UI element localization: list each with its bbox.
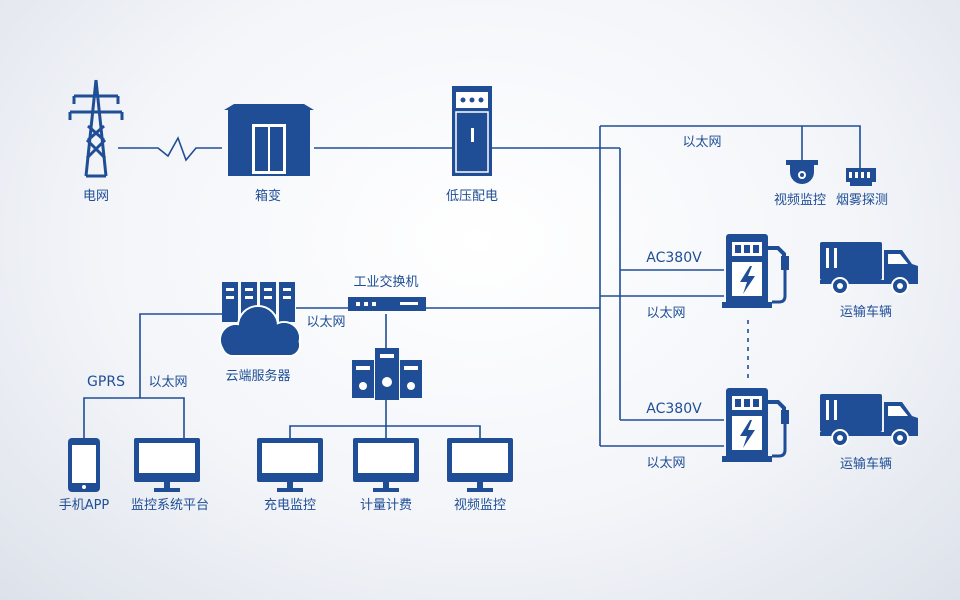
ethernet-switch-cloud-label: 以太网 (306, 315, 345, 330)
box-transformer-label: 箱变 (255, 188, 281, 204)
terminals-bus-line (289, 425, 481, 438)
grid-to-transformer-line (118, 136, 222, 162)
ethernet-label-1: 以太网 (646, 306, 685, 321)
phone-app-label: 手机APP (59, 498, 110, 513)
ac380v-label-1: AC380V (646, 250, 702, 266)
clients-bus-line (83, 397, 185, 438)
truck-icon-2 (820, 394, 918, 447)
monitor-platform-label: 监控系统平台 (131, 498, 209, 513)
industrial-switch-label: 工业交换机 (353, 274, 418, 290)
connection-lines (83, 125, 861, 447)
cloud-server-label: 云端服务器 (225, 368, 290, 384)
ethernet-top-label: 以太网 (682, 135, 721, 150)
grid-label: 电网 (83, 189, 109, 204)
truck-label-1: 运输车辆 (840, 304, 892, 320)
ethernet-top-line (600, 125, 861, 168)
ethernet-label-2: 以太网 (646, 456, 685, 471)
monitor-icon-charge (257, 438, 323, 492)
industrial-switch-icon (348, 297, 426, 311)
low-voltage-label: 低压配电 (446, 189, 498, 204)
charge-monitor-label: 充电监控 (264, 497, 316, 513)
low-voltage-cabinet-icon (452, 86, 492, 176)
box-transformer-icon (224, 104, 314, 176)
cloud-server-icon (219, 282, 301, 357)
video-camera-label: 视频监控 (774, 193, 826, 208)
dome-camera-icon (786, 160, 818, 184)
video-monitor-label: 视频监控 (454, 498, 506, 513)
truck-icon-1 (820, 242, 918, 295)
ethernet-cloud-label: 以太网 (148, 375, 187, 390)
metering-label: 计量计费 (360, 498, 412, 513)
smoke-detector-icon (846, 168, 876, 186)
monitor-icon-metering (353, 438, 419, 492)
gprs-label: GPRS (87, 374, 125, 390)
server-cluster-icon (352, 348, 422, 400)
charging-pile-icon-1 (722, 234, 789, 308)
charging-pile-icon-2 (722, 388, 789, 462)
monitor-icon-video (447, 438, 513, 492)
monitor-icon-platform (134, 438, 200, 492)
truck-label-2: 运输车辆 (840, 456, 892, 472)
smoke-detector-label: 烟雾探测 (836, 193, 888, 208)
cloud-to-clients-line (139, 313, 226, 398)
smartphone-icon (68, 438, 100, 492)
power-tower-icon (68, 79, 124, 178)
ac380v-label-2: AC380V (646, 401, 702, 417)
